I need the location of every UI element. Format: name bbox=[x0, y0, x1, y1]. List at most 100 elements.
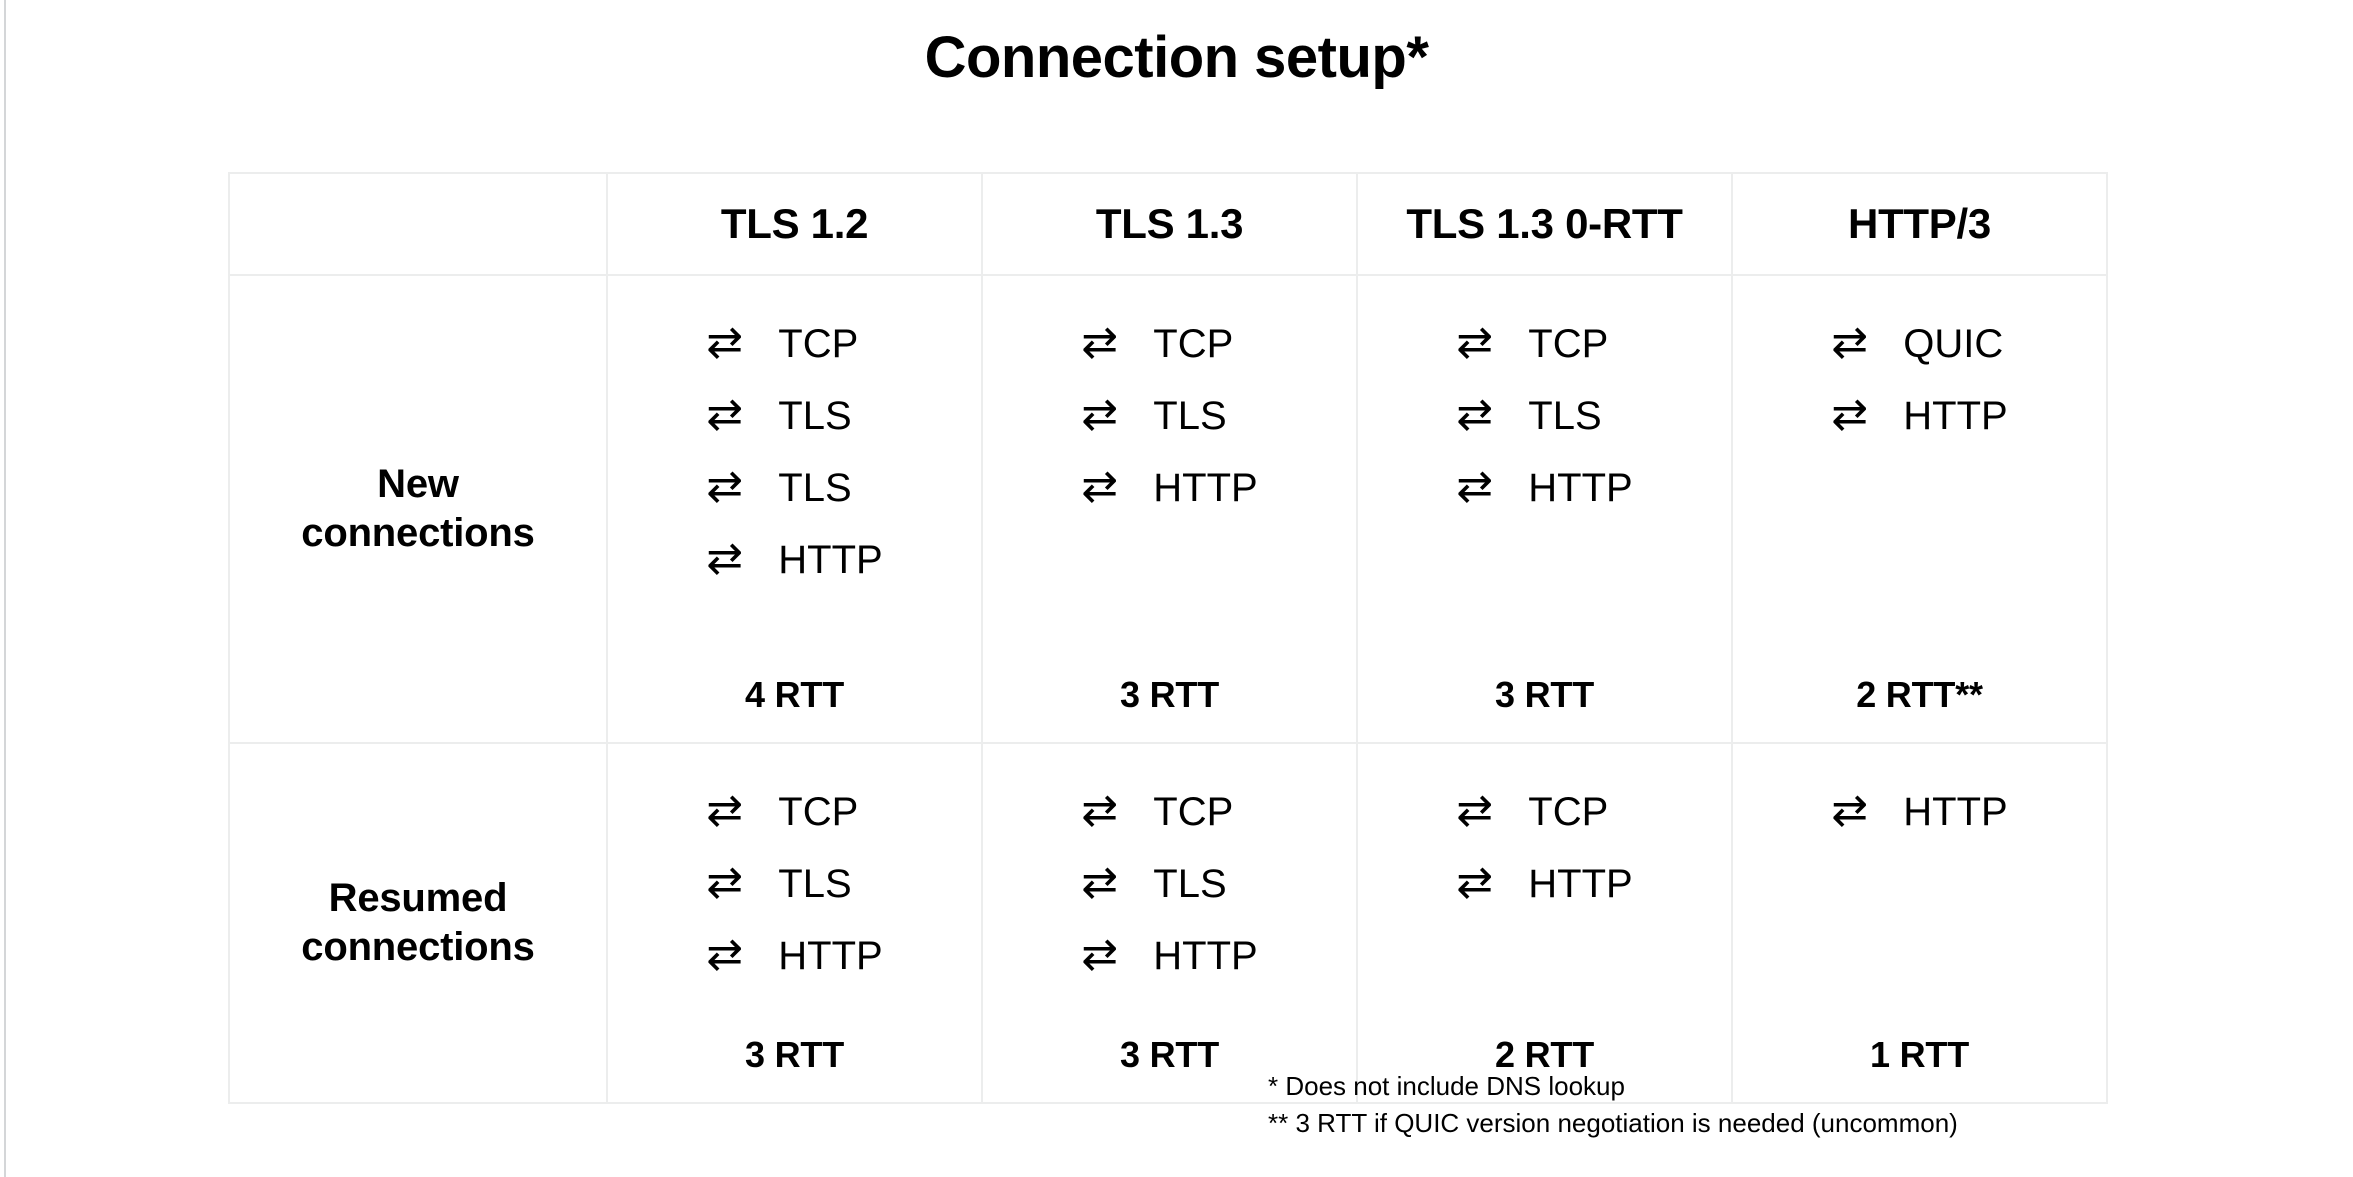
table-header-tls13: TLS 1.3 bbox=[981, 172, 1358, 276]
rtt-value: 3 RTT bbox=[744, 1034, 844, 1075]
protocol-step: ⇄HTTP bbox=[1831, 380, 2007, 452]
table-header-tls12: TLS 1.2 bbox=[606, 172, 983, 276]
protocol-step: ⇄ TCP bbox=[1081, 776, 1233, 848]
rtt-value: 2 RTT** bbox=[1856, 674, 1983, 715]
left-edge-rule bbox=[4, 0, 6, 1177]
rtt-value: 3 RTT bbox=[1119, 1034, 1219, 1075]
rtt-value: 3 RTT bbox=[1494, 674, 1594, 715]
bidirectional-exchange-icon: ⇄ bbox=[1456, 462, 1494, 511]
protocol-step-list: ⇄HTTP bbox=[1831, 776, 2007, 848]
protocol-step-list: ⇄ TCP ⇄ TLS ⇄ HTTP bbox=[1081, 776, 1257, 992]
protocol-step: ⇄ TCP bbox=[706, 776, 858, 848]
bidirectional-exchange-icon: ⇄ bbox=[1456, 318, 1494, 367]
protocol-step: ⇄ TLS bbox=[706, 452, 851, 524]
protocol-step-label: HTTP bbox=[1903, 394, 2008, 438]
protocol-step: ⇄ TCP bbox=[1456, 776, 1608, 848]
protocol-step-list: ⇄TCP⇄TLS⇄TLS⇄HTTP bbox=[706, 308, 882, 596]
rtt-value: 2 RTT bbox=[1494, 1034, 1594, 1075]
connection-setup-table-wrapper: TLS 1.2 TLS 1.3 TLS 1.3 0-RTT HTTP/3 New… bbox=[228, 172, 2108, 1104]
cell-body: ⇄QUIC⇄HTTP 2 RTT** bbox=[1733, 276, 2106, 742]
cell-body: ⇄ TCP ⇄ TLS ⇄ HTTP 3 RTT bbox=[608, 744, 981, 1102]
protocol-step-label: TCP bbox=[1153, 322, 1234, 366]
protocol-step: ⇄TCP bbox=[1081, 308, 1233, 380]
bidirectional-exchange-icon: ⇄ bbox=[1081, 462, 1119, 511]
bidirectional-exchange-icon: ⇄ bbox=[1081, 858, 1119, 907]
protocol-step-label: TCP bbox=[1528, 322, 1609, 366]
bidirectional-exchange-icon: ⇄ bbox=[706, 534, 744, 583]
bidirectional-exchange-icon: ⇄ bbox=[706, 930, 744, 979]
rtt-value: 1 RTT bbox=[1869, 1034, 1969, 1075]
protocol-step: ⇄HTTP bbox=[1831, 776, 2007, 848]
table-header-http3: HTTP/3 bbox=[1731, 172, 2108, 276]
bidirectional-exchange-icon: ⇄ bbox=[706, 390, 744, 439]
table-cell: ⇄ TCP ⇄ TLS ⇄ HTTP 3 RTT bbox=[981, 742, 1358, 1104]
footnote-2: ** 3 RTT if QUIC version negotiation is … bbox=[1268, 1107, 1958, 1138]
protocol-step-label: TCP bbox=[778, 322, 859, 366]
protocol-step: ⇄ TLS bbox=[1456, 380, 1601, 452]
rtt-value: 4 RTT bbox=[744, 674, 844, 715]
bidirectional-exchange-icon: ⇄ bbox=[706, 858, 744, 907]
row-label-line: Resumed bbox=[328, 876, 508, 921]
protocol-step-label: HTTP bbox=[1528, 862, 1633, 906]
protocol-step-list: ⇄TCP⇄TLS ⇄ HTTP bbox=[1081, 308, 1257, 524]
bidirectional-exchange-icon: ⇄ bbox=[1456, 786, 1494, 835]
protocol-step-label: TLS bbox=[778, 862, 852, 906]
footnotes: * Does not include DNS lookup ** 3 RTT i… bbox=[1268, 1068, 1958, 1142]
table-header-blank bbox=[228, 172, 608, 276]
protocol-step: ⇄HTTP bbox=[706, 524, 882, 596]
protocol-step: ⇄TLS bbox=[1081, 380, 1226, 452]
protocol-step: ⇄ TLS bbox=[1081, 848, 1226, 920]
protocol-step: ⇄ HTTP bbox=[1081, 920, 1257, 992]
protocol-step-label: HTTP bbox=[1153, 934, 1258, 978]
protocol-step: ⇄ TLS bbox=[706, 380, 851, 452]
bidirectional-exchange-icon: ⇄ bbox=[1081, 786, 1119, 835]
row-label-line: connections bbox=[301, 925, 535, 969]
protocol-step: ⇄ HTTP bbox=[706, 920, 882, 992]
cell-body: ⇄ TCP ⇄ HTTP 2 RTT bbox=[1358, 744, 1731, 1102]
protocol-step: ⇄ HTTP bbox=[1456, 452, 1632, 524]
protocol-step-list: ⇄ TCP ⇄ HTTP bbox=[1456, 776, 1632, 920]
bidirectional-exchange-icon: ⇄ bbox=[706, 786, 744, 835]
cell-body: ⇄HTTP 1 RTT bbox=[1733, 744, 2106, 1102]
protocol-step-label: HTTP bbox=[1903, 790, 2008, 834]
table-cell: ⇄HTTP 1 RTT bbox=[1731, 742, 2108, 1104]
bidirectional-exchange-icon: ⇄ bbox=[706, 462, 744, 511]
table-cell: ⇄ TCP ⇄ TLS ⇄ HTTP 3 RTT bbox=[1356, 274, 1733, 744]
protocol-step-list: ⇄ TCP ⇄ TLS ⇄ HTTP bbox=[706, 776, 882, 992]
page-title: Connection setup* bbox=[924, 25, 1429, 90]
bidirectional-exchange-icon: ⇄ bbox=[1456, 858, 1494, 907]
protocol-step-label: TCP bbox=[778, 790, 859, 834]
protocol-step-label: HTTP bbox=[1528, 466, 1633, 510]
row-label-line: connections bbox=[301, 511, 535, 555]
bidirectional-exchange-icon: ⇄ bbox=[1456, 390, 1494, 439]
bidirectional-exchange-icon: ⇄ bbox=[1081, 930, 1119, 979]
connection-setup-table: TLS 1.2 TLS 1.3 TLS 1.3 0-RTT HTTP/3 New… bbox=[228, 172, 2108, 1104]
protocol-step: ⇄ HTTP bbox=[1081, 452, 1257, 524]
protocol-step-label: TLS bbox=[1153, 394, 1227, 438]
protocol-step-label: TCP bbox=[1528, 790, 1609, 834]
protocol-step-label: TLS bbox=[778, 466, 852, 510]
protocol-step-list: ⇄ TCP ⇄ TLS ⇄ HTTP bbox=[1456, 308, 1632, 524]
protocol-step-label: TLS bbox=[1153, 862, 1227, 906]
protocol-step-label: HTTP bbox=[778, 934, 883, 978]
protocol-step-label: TLS bbox=[1528, 394, 1602, 438]
protocol-step: ⇄TCP bbox=[706, 308, 858, 380]
protocol-step-label: TCP bbox=[1153, 790, 1234, 834]
protocol-step: ⇄ TCP bbox=[1456, 308, 1608, 380]
table-cell: ⇄QUIC⇄HTTP 2 RTT** bbox=[1731, 274, 2108, 744]
footnote-1: * Does not include DNS lookup bbox=[1268, 1071, 1625, 1101]
protocol-step-label: TLS bbox=[778, 394, 852, 438]
protocol-step: ⇄ HTTP bbox=[1456, 848, 1632, 920]
cell-body: ⇄ TCP ⇄ TLS ⇄ HTTP 3 RTT bbox=[1358, 276, 1731, 742]
row-label-line: New bbox=[377, 462, 459, 507]
protocol-step-label: HTTP bbox=[1153, 466, 1258, 510]
protocol-step: ⇄QUIC bbox=[1831, 308, 2003, 380]
